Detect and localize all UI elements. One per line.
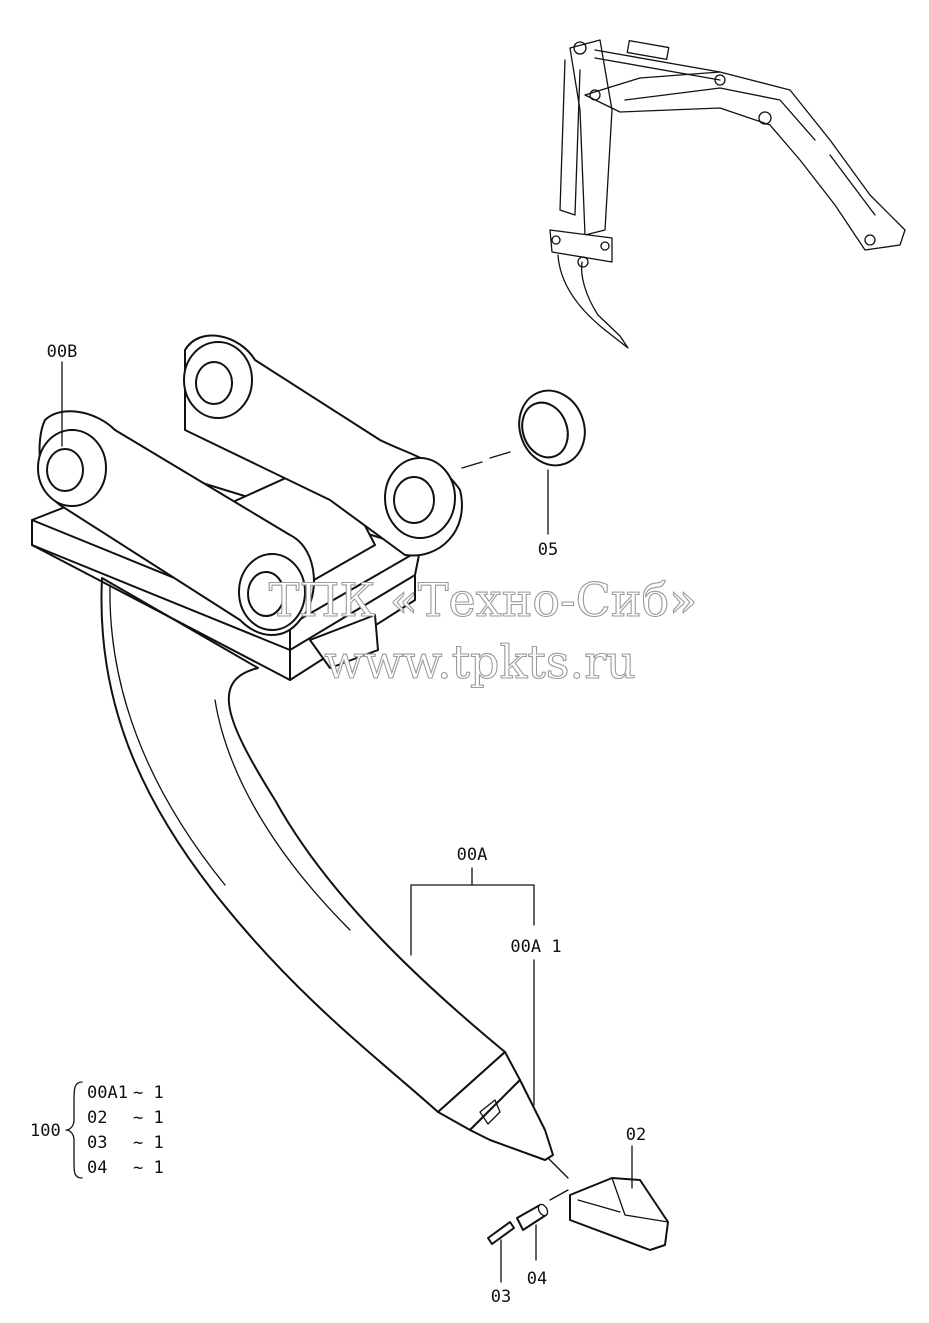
label-02: 02 (626, 1125, 646, 1145)
seal-ring (461, 389, 586, 469)
leader-lines (61, 361, 633, 1283)
pin-boss-front-bottom (238, 553, 306, 631)
assembly-bom: 100 00A1 ~ 1 02 ~ 1 03 ~ 1 04 ~ 1 (30, 1081, 164, 1179)
watermark-company: ТПК «Техно-Сиб» (269, 573, 698, 627)
watermark-url: www.tpkts.ru (324, 635, 635, 689)
pin-boss-front-top (37, 429, 107, 507)
centerline (547, 1157, 569, 1179)
label-00a: 00A (457, 845, 488, 865)
lock-pin-04 (516, 1189, 569, 1231)
ripper-bracket (31, 334, 463, 681)
bom-row-qty: ~ 1 (133, 1133, 164, 1153)
bom-row-part: 02 (87, 1108, 107, 1128)
label-05: 05 (538, 540, 558, 560)
tooth-point (547, 1157, 669, 1251)
pin-boss-rear-top (183, 341, 253, 419)
bom-row-qty: ~ 1 (133, 1158, 164, 1178)
label-03: 03 (491, 1287, 511, 1307)
watermark: ТПК «Техно-Сиб» www.tpkts.ru (268, 572, 698, 689)
bom-row-part: 04 (87, 1158, 107, 1178)
bom-row-qty: ~ 1 (133, 1108, 164, 1128)
lock-pin-03 (487, 1221, 515, 1245)
shank-tip (437, 1051, 554, 1161)
label-00a1: 00A 1 (510, 937, 561, 957)
bom-row-part: 03 (87, 1133, 107, 1153)
bom-assembly-number: 100 (30, 1121, 61, 1141)
pin-boss-rear-bottom (384, 457, 456, 539)
bom-brace (65, 1081, 83, 1179)
label-00b: 00B (47, 342, 78, 362)
centerline (461, 451, 511, 469)
bom-row-qty: ~ 1 (133, 1083, 164, 1103)
label-04: 04 (527, 1269, 547, 1289)
excavator-arm-thumbnail (549, 39, 906, 349)
centerline (549, 1189, 569, 1201)
bom-row-part: 00A1 (87, 1083, 128, 1103)
